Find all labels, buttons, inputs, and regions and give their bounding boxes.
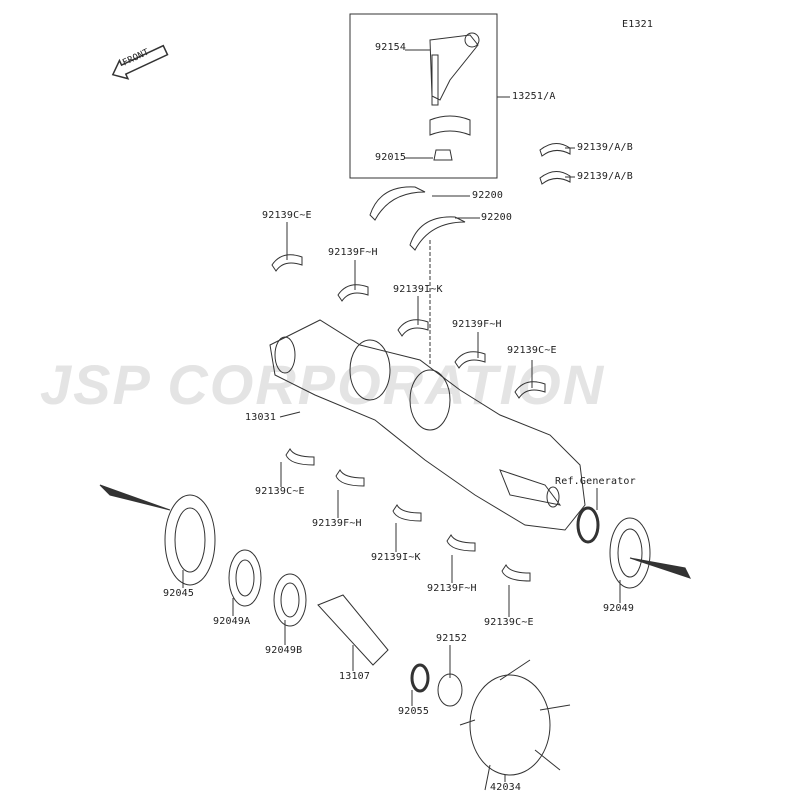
front-arrow-icon bbox=[111, 44, 169, 80]
part-label: 92139C~E bbox=[262, 210, 312, 221]
crankshaft bbox=[269, 240, 586, 531]
shaft-13107 bbox=[317, 594, 389, 666]
part-label: 92055 bbox=[398, 706, 430, 717]
part-label: 92139C~E bbox=[507, 345, 557, 356]
connecting-rod bbox=[429, 32, 480, 161]
part-label: 13107 bbox=[339, 671, 371, 682]
impeller-42034 bbox=[459, 659, 571, 791]
part-label: 92139F~H bbox=[427, 583, 477, 594]
part-label: 13031 bbox=[245, 412, 277, 423]
conrod-box bbox=[349, 13, 498, 179]
collar-92152 bbox=[437, 673, 463, 707]
leader-lines bbox=[182, 147, 621, 782]
part-label: 92049B bbox=[265, 645, 303, 656]
part-label: 92154 bbox=[375, 42, 407, 53]
part-label: 92015 bbox=[375, 152, 407, 163]
part-label: 92139I~K bbox=[371, 552, 421, 563]
ring-ref-generator bbox=[576, 506, 600, 544]
oring-92055 bbox=[410, 663, 430, 693]
bearings-seals bbox=[99, 484, 691, 791]
part-label: 92200 bbox=[481, 212, 513, 223]
part-label: 42034 bbox=[490, 782, 522, 793]
part-label: 92139F~H bbox=[452, 319, 502, 330]
part-label: 92139C~E bbox=[255, 486, 305, 497]
seal-92049B bbox=[273, 573, 307, 627]
part-label: 92139I~K bbox=[393, 284, 443, 295]
part-label: 92152 bbox=[436, 633, 468, 644]
diagram-code: E1321 bbox=[622, 19, 654, 30]
bearing-shells bbox=[271, 143, 571, 582]
part-label: 92139F~H bbox=[328, 247, 378, 258]
part-label: 92200 bbox=[472, 190, 504, 201]
part-label: 13251/A bbox=[512, 91, 556, 102]
bearing-92045 bbox=[164, 494, 216, 586]
part-label: 92139/A/B bbox=[577, 142, 633, 153]
part-label: 92139C~E bbox=[484, 617, 534, 628]
part-label: 92049A bbox=[213, 616, 251, 627]
seal-92049 bbox=[609, 517, 651, 589]
part-label: 92139/A/B bbox=[577, 171, 633, 182]
part-label: 92049 bbox=[603, 603, 635, 614]
part-label: 92139F~H bbox=[312, 518, 362, 529]
watermark: JSP CORPORATION bbox=[40, 353, 606, 416]
seal-92049A bbox=[228, 549, 262, 607]
ref-generator-label: Ref.Generator bbox=[555, 476, 636, 487]
part-label: 92045 bbox=[163, 588, 195, 599]
